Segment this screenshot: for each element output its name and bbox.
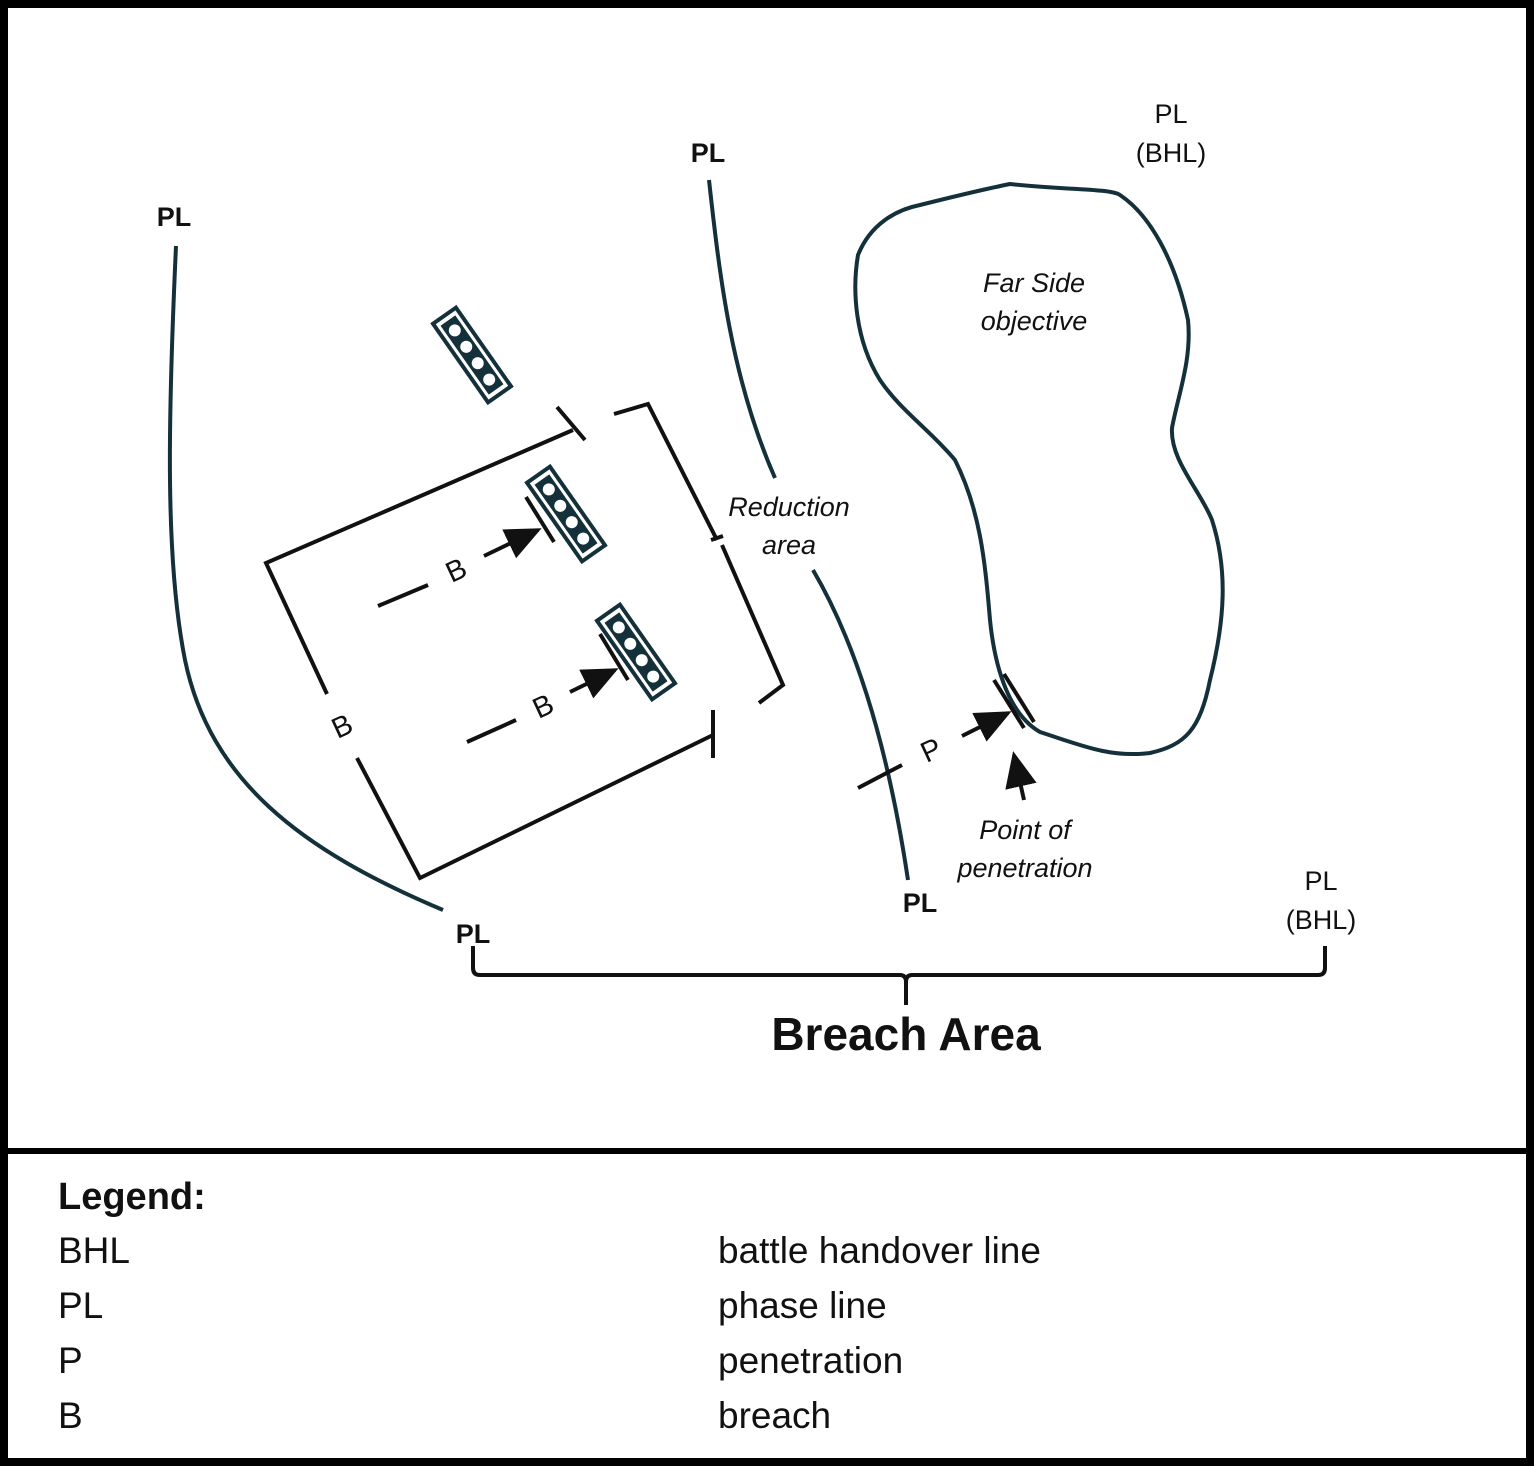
phase-line-center-lower: [811, 568, 910, 881]
penetration-point-label-line2: penetration: [956, 853, 1092, 883]
bhl-label-bottom-line1: PL: [1304, 866, 1337, 896]
breach-letter-lower: B: [528, 688, 559, 725]
legend-desc: penetration: [718, 1340, 904, 1381]
reduction-area-label-line1: Reduction: [728, 492, 850, 522]
bhl-label-bottom-line2: (BHL): [1286, 905, 1357, 935]
objective-label-line2: objective: [981, 306, 1088, 336]
obstacle-symbol-top: [430, 304, 514, 406]
legend-abbr: P: [58, 1340, 83, 1381]
phase-line-center-upper: [707, 179, 777, 479]
breach-area-title: Breach Area: [771, 1008, 1041, 1060]
breach-arrow-upper: [377, 495, 556, 608]
legend-row-b: B breach: [58, 1395, 1358, 1447]
pl-label-left: PL: [157, 202, 192, 232]
objective-label-line1: Far Side: [983, 268, 1085, 298]
pl-label-center-top: PL: [691, 138, 726, 168]
obstacle-symbol-lower: [594, 601, 678, 703]
legend-desc: breach: [718, 1395, 832, 1436]
bhl-label-top-line1: PL: [1154, 99, 1187, 129]
legend-row-pl: PL phase line: [58, 1285, 1358, 1337]
breach-letter-bracket: B: [327, 708, 358, 745]
breach-arrow-lower: [466, 632, 630, 744]
penetration-letter: P: [916, 732, 947, 769]
penetration-arrow: [857, 672, 1037, 801]
legend-abbr: BHL: [58, 1230, 130, 1271]
phase-line-left: [167, 245, 444, 912]
legend-row-bhl: BHL battle handover line: [58, 1230, 1358, 1282]
legend-title: Legend:: [58, 1176, 206, 1218]
legend-abbr: PL: [58, 1285, 104, 1326]
obstacle-symbol-middle: [524, 463, 608, 565]
reduction-area-label-line2: area: [762, 530, 816, 560]
far-side-objective-boundary: [853, 181, 1225, 757]
legend-row-p: P penetration: [58, 1340, 1358, 1392]
legend-panel: Legend: BHL battle handover line PL phas…: [8, 1148, 1526, 1458]
reduction-area-bracket: [263, 401, 786, 881]
legend-abbr: B: [58, 1395, 83, 1436]
pl-label-bottom-left: PL: [456, 919, 491, 949]
pl-label-center-bottom: PL: [903, 888, 938, 918]
legend-desc: battle handover line: [718, 1230, 1041, 1271]
bhl-label-top-line2: (BHL): [1136, 138, 1207, 168]
penetration-point-label-line1: Point of: [979, 815, 1073, 845]
legend-desc: phase line: [718, 1285, 887, 1326]
breach-area-brace: [471, 946, 1327, 1005]
breach-letter-upper: B: [441, 552, 472, 589]
